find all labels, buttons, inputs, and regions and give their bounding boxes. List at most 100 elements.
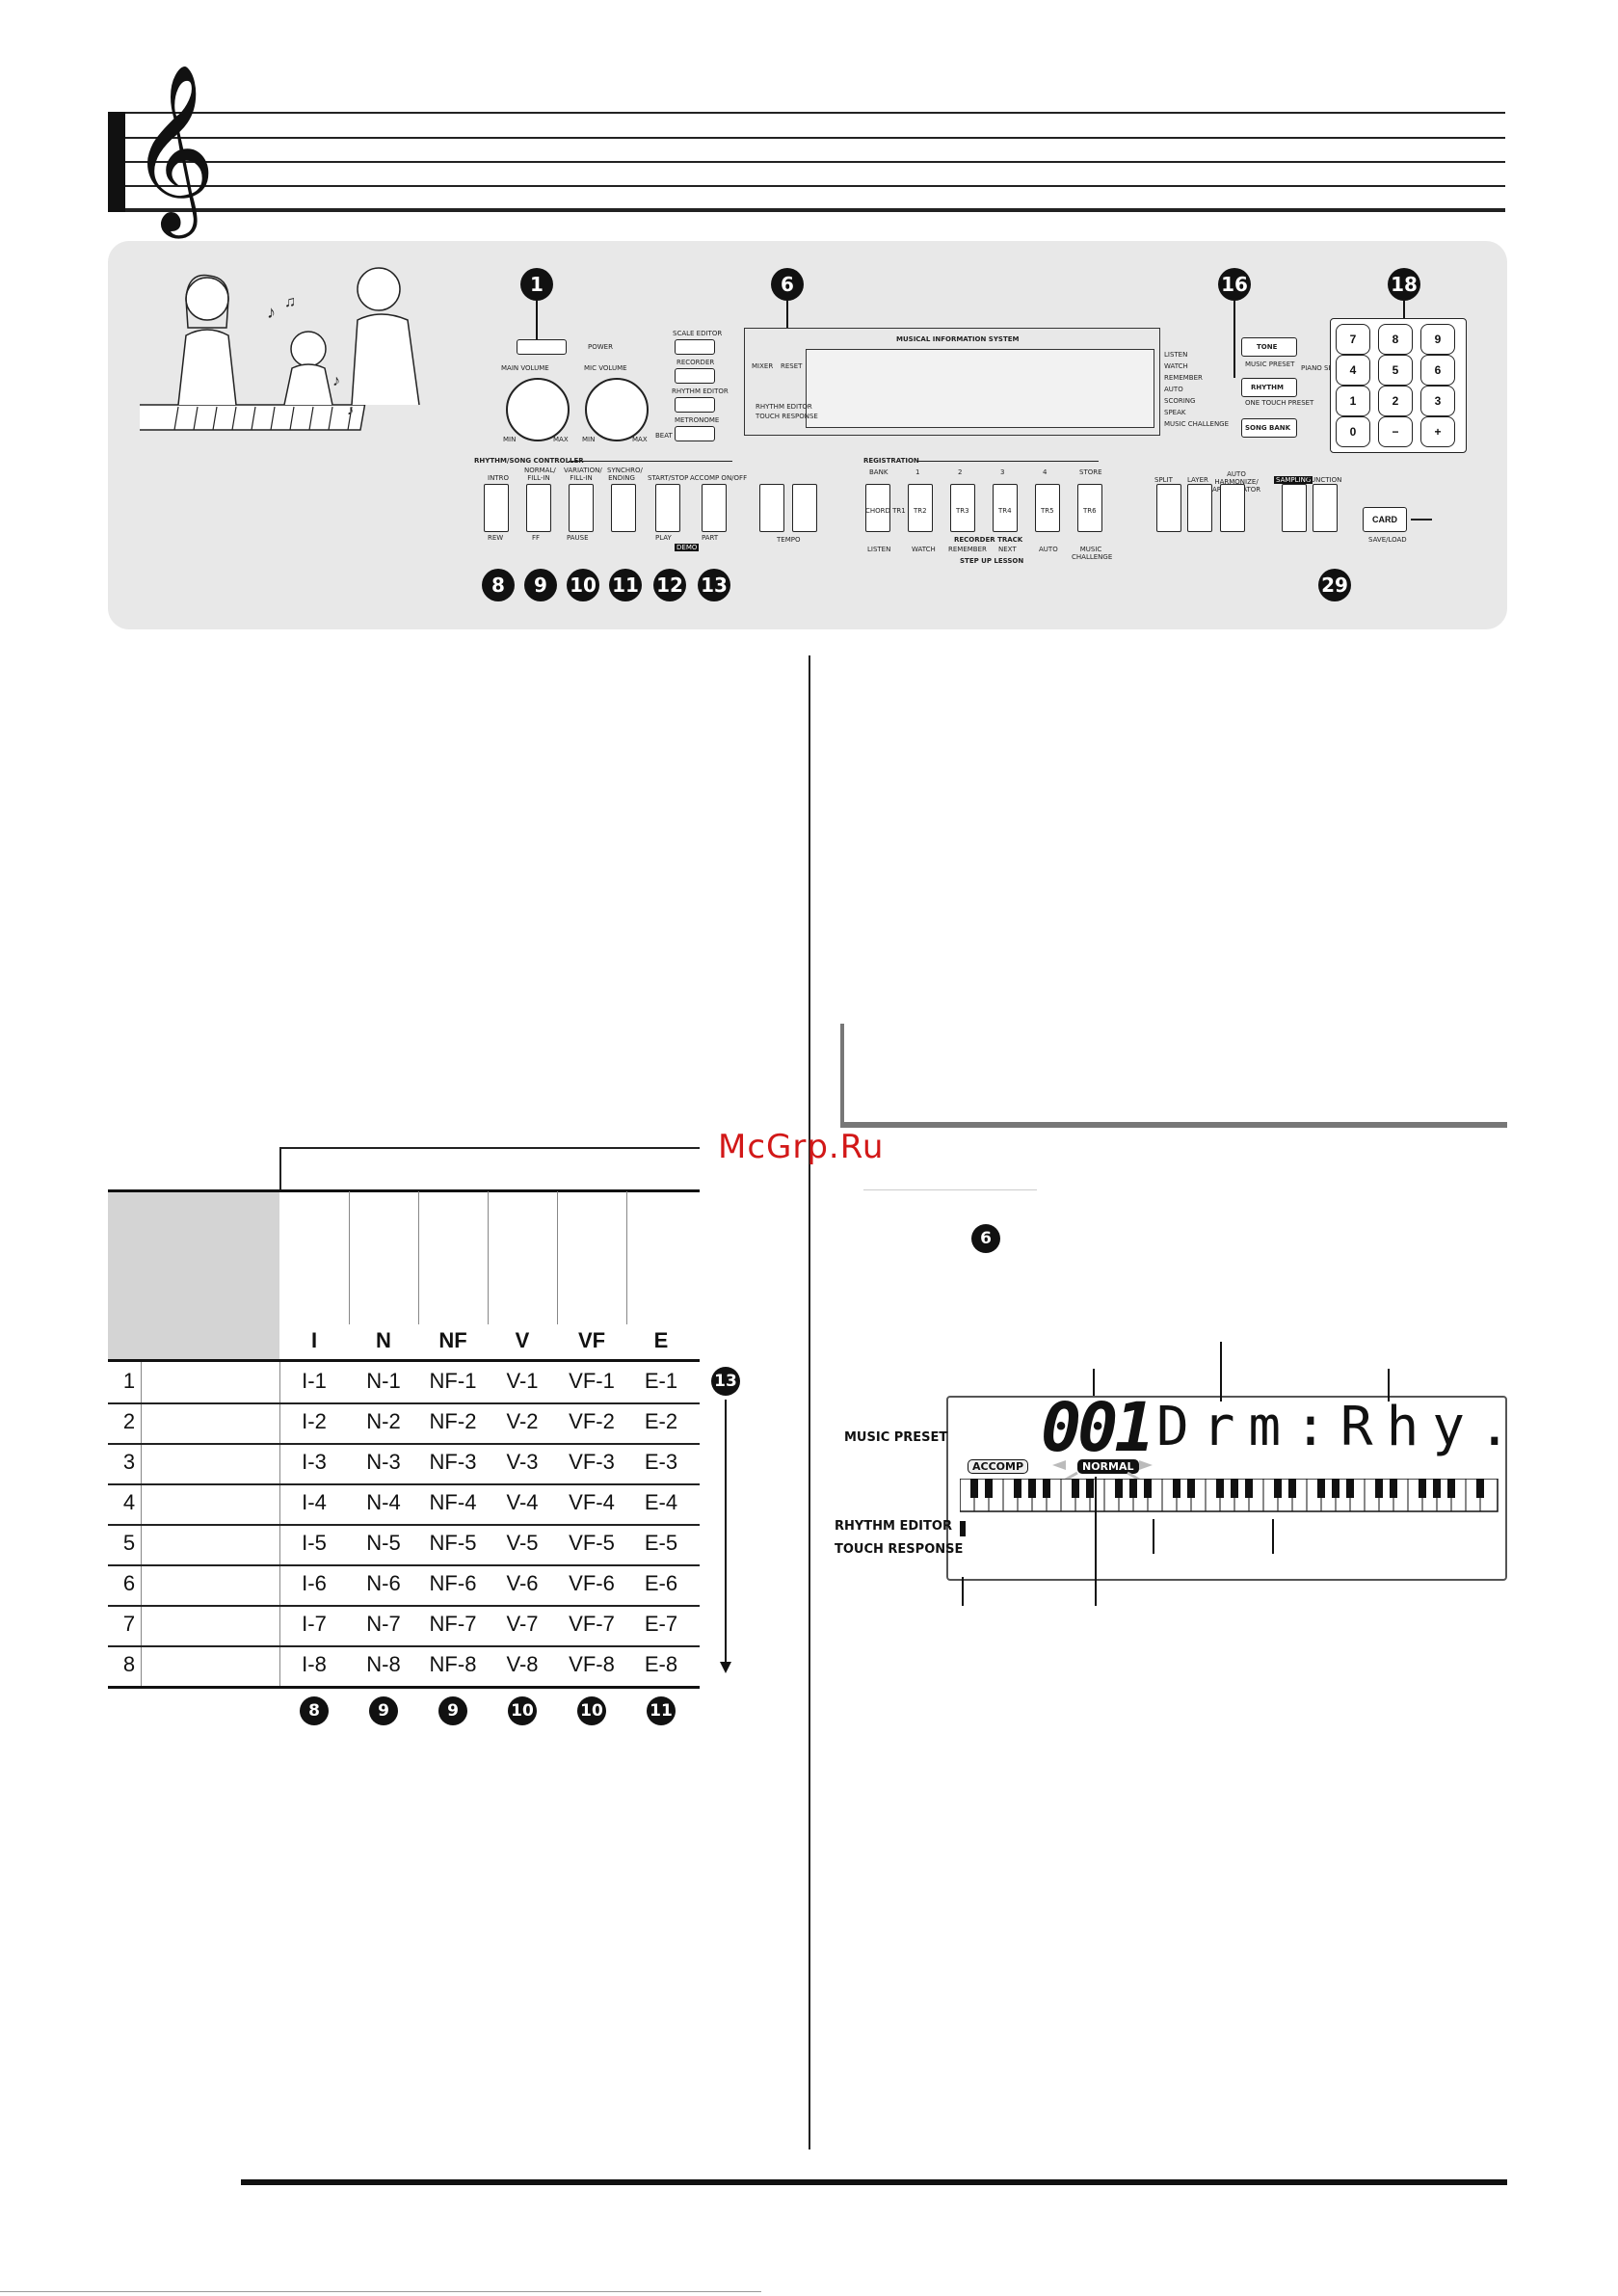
track-1-button[interactable]	[865, 484, 890, 532]
track-4-label: TR4	[998, 507, 1012, 515]
row-rule	[108, 1443, 700, 1445]
callout-8: 8	[300, 1696, 329, 1725]
numpad-key-plus[interactable]: +	[1420, 416, 1455, 447]
touch-response-side-label: TOUCH RESPONSE	[835, 1542, 964, 1557]
table-header-bracket	[279, 1147, 281, 1191]
piano-setting-label: PIANO SETTING	[1301, 364, 1354, 372]
song-bank-button[interactable]	[1241, 418, 1297, 438]
rhythm-editor-button[interactable]	[675, 397, 715, 413]
start-stop-button[interactable]	[655, 484, 680, 532]
numpad-key-5[interactable]: 5	[1378, 355, 1413, 386]
main-volume-knob[interactable]	[506, 378, 570, 441]
numpad-key-9[interactable]: 9	[1420, 324, 1455, 355]
variation-fill-in-button[interactable]	[569, 484, 594, 532]
accomp-on-off-label: ACCOMP ON/OFF	[690, 474, 748, 482]
auto-harmonize-button[interactable]	[1220, 484, 1245, 532]
reg-1-label: 1	[915, 468, 920, 476]
table-cell: N-5	[366, 1531, 401, 1555]
table-cell: N-1	[366, 1369, 401, 1393]
row-rule	[108, 1645, 700, 1647]
min-label: MIN	[503, 436, 517, 443]
leader-line	[1095, 1477, 1097, 1606]
leader-line	[962, 1577, 964, 1606]
accomp-on-off-button[interactable]	[702, 484, 727, 532]
recorder-button[interactable]	[675, 368, 715, 384]
track-1-label: CHORD TR1	[865, 507, 906, 515]
track-6-button[interactable]	[1077, 484, 1102, 532]
table-cell: I-2	[302, 1409, 327, 1433]
table-cell: I-7	[302, 1612, 327, 1636]
numpad-key-1[interactable]: 1	[1336, 386, 1370, 416]
step-next-label: NEXT	[998, 546, 1017, 553]
numpad-key-0[interactable]: 0	[1336, 416, 1370, 447]
lcd-keyboard	[960, 1479, 1499, 1512]
sampling-button[interactable]	[1282, 484, 1307, 532]
normal-badge: NORMAL	[1077, 1459, 1139, 1474]
leader-line	[1153, 1519, 1154, 1554]
scale-editor-button[interactable]	[675, 339, 715, 355]
treble-clef-icon: 𝄞	[130, 64, 216, 231]
table-cell: NF-1	[429, 1369, 477, 1393]
controller-rule	[569, 461, 732, 462]
scale-editor-label: SCALE EDITOR	[673, 330, 723, 337]
numpad-key-4[interactable]: 4	[1336, 355, 1370, 386]
power-label: POWER	[588, 343, 613, 351]
card-slot-line	[1411, 519, 1432, 521]
callout-1: 1	[520, 268, 553, 301]
reset-label: RESET	[781, 362, 803, 370]
synchro-ending-button[interactable]	[611, 484, 636, 532]
rhythm-button[interactable]	[1241, 378, 1297, 397]
tone-button[interactable]	[1241, 337, 1297, 357]
function-button[interactable]	[1313, 484, 1338, 532]
track-3-button[interactable]	[950, 484, 975, 532]
normal-fill-in-button[interactable]	[526, 484, 551, 532]
numpad-key-6[interactable]: 6	[1420, 355, 1455, 386]
table-cell: I-3	[302, 1450, 327, 1474]
table-cell: I-4	[302, 1490, 327, 1514]
numpad-key-2[interactable]: 2	[1378, 386, 1413, 416]
table-cell: N-6	[366, 1571, 401, 1595]
bank-label: BANK	[869, 468, 889, 476]
min-label: MIN	[582, 436, 596, 443]
step-watch-label: WATCH	[912, 546, 936, 553]
tempo-down-button[interactable]	[759, 484, 784, 532]
part-label: PART	[702, 534, 719, 542]
table-cell: N-4	[366, 1490, 401, 1514]
staff-bar	[108, 112, 125, 212]
column-divider	[626, 1191, 628, 1324]
track-6-label: TR6	[1083, 507, 1097, 515]
table-cell: I-8	[302, 1652, 327, 1676]
split-button[interactable]	[1156, 484, 1181, 532]
numpad-key-7[interactable]: 7	[1336, 324, 1370, 355]
callout-12: 12	[653, 569, 686, 601]
controller-title: RHYTHM/SONG CONTROLLER	[474, 457, 584, 465]
metronome-button[interactable]	[675, 426, 715, 441]
track-2-button[interactable]	[908, 484, 933, 532]
numpad-key-8[interactable]: 8	[1378, 324, 1413, 355]
svg-text:♫: ♫	[284, 294, 296, 310]
leader-line	[1093, 1369, 1095, 1396]
music-preset-label: MUSIC PRESET	[1245, 360, 1295, 368]
power-button[interactable]	[517, 339, 567, 355]
rhythm-editor-label: RHYTHM EDITOR	[672, 387, 729, 395]
row-number: 2	[122, 1409, 136, 1433]
table-cell: VF-1	[569, 1369, 615, 1393]
mic-volume-knob[interactable]	[585, 378, 649, 441]
intro-button[interactable]	[484, 484, 509, 532]
layer-button[interactable]	[1187, 484, 1212, 532]
track-4-button[interactable]	[993, 484, 1018, 532]
tempo-up-button[interactable]	[792, 484, 817, 532]
table-cell: V-2	[506, 1409, 539, 1433]
numpad-key-3[interactable]: 3	[1420, 386, 1455, 416]
leader-line	[1220, 1342, 1222, 1402]
touch-response-indicator: TOUCH RESPONSE	[756, 413, 818, 420]
leader-line	[1403, 301, 1405, 330]
track-5-button[interactable]	[1035, 484, 1060, 532]
numpad-key-minus[interactable]: −	[1378, 416, 1413, 447]
table-cell: NF-7	[429, 1612, 477, 1636]
start-stop-label: START/STOP	[648, 474, 689, 482]
table-cell: VF-2	[569, 1409, 615, 1433]
leader-line	[1272, 1519, 1274, 1554]
callout-9: 9	[438, 1696, 467, 1725]
card-slot[interactable]: CARD	[1363, 507, 1407, 532]
